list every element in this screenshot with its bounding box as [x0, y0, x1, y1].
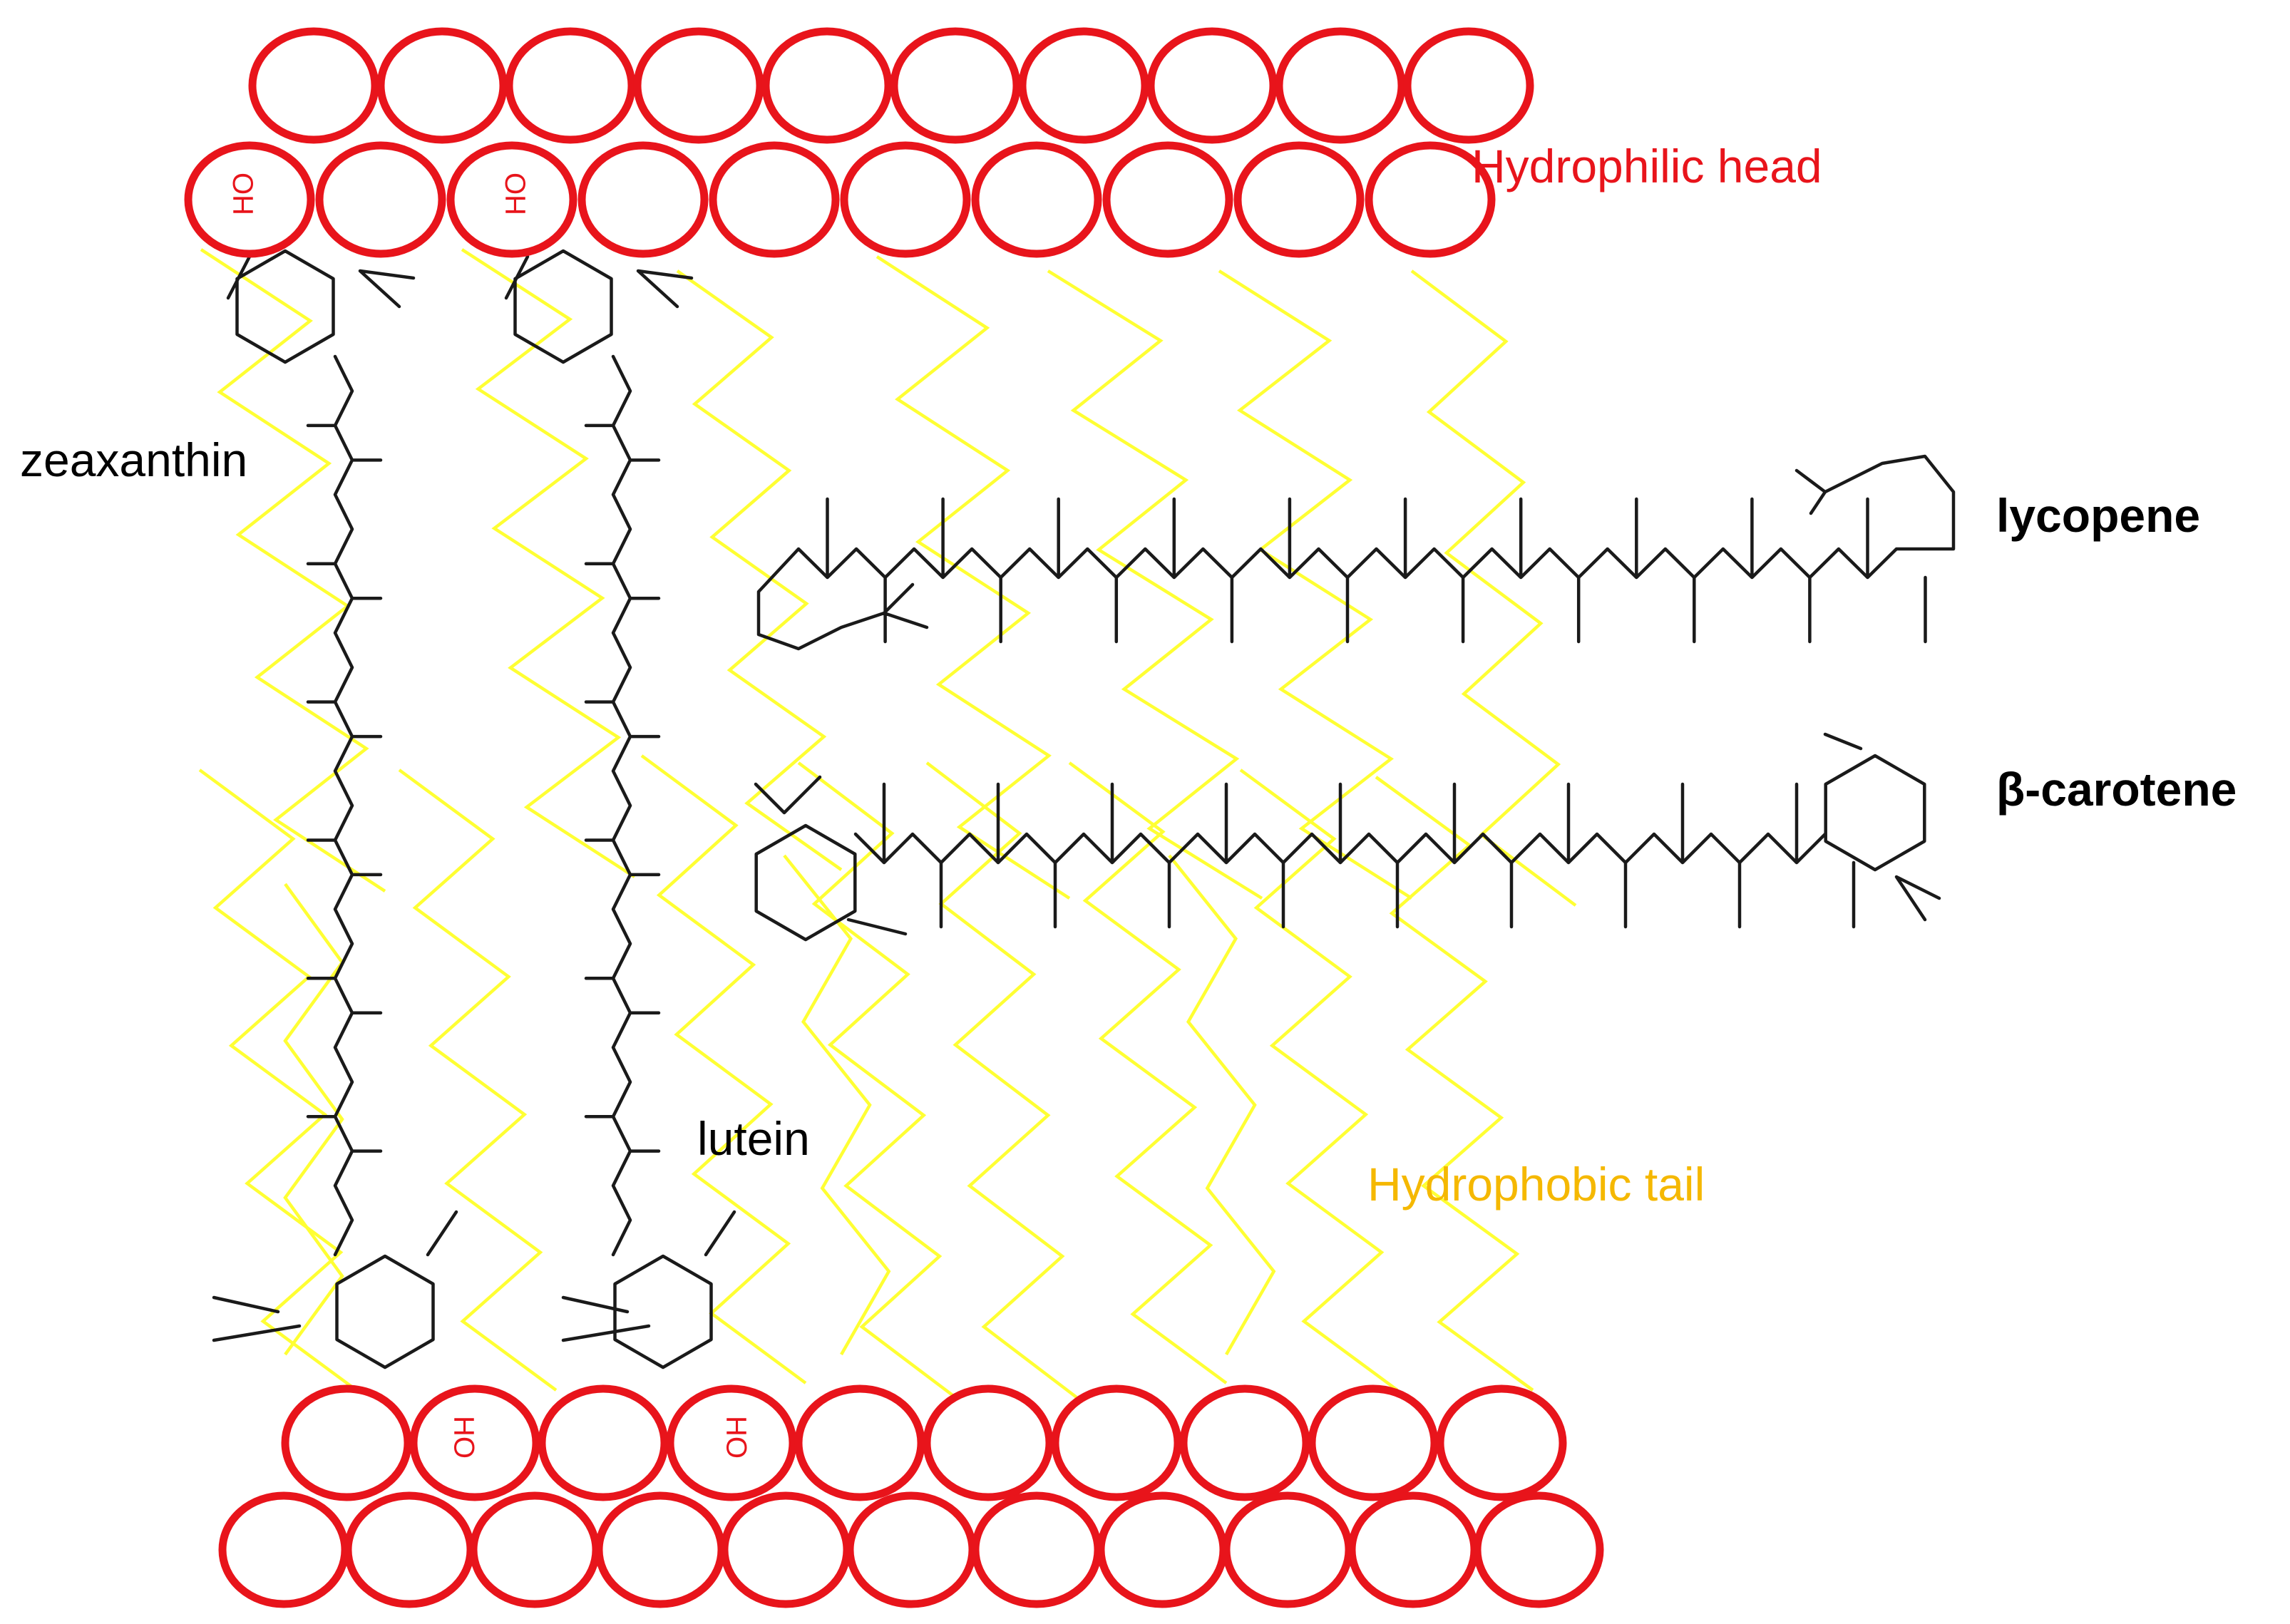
bottom-outer-head-1	[218, 1491, 349, 1608]
top-inner-head-6	[840, 141, 971, 258]
top-outer-head-2	[376, 27, 508, 144]
hydrophobic-tail-label: Hydrophobic tail	[1367, 1158, 1705, 1211]
tail-15	[1375, 776, 1534, 1392]
bottom-inner-head-4	[666, 1384, 797, 1501]
top-inner-head-9	[1233, 141, 1365, 258]
tail-4	[876, 255, 1071, 900]
bottom-outer-head-4	[595, 1491, 726, 1608]
zeaxanthin-molecule	[212, 249, 458, 1369]
hydroxyl-group-4: HO	[720, 1416, 751, 1459]
tail-12	[925, 761, 1078, 1399]
top-outer-head-4	[633, 27, 764, 144]
bottom-inner-head-7	[1051, 1384, 1182, 1501]
tail-18	[1168, 854, 1276, 1356]
bottom-outer-head-11	[1473, 1491, 1604, 1608]
lutein-label: lutein	[697, 1112, 810, 1165]
tail-5	[1047, 269, 1263, 900]
bottom-outer-head-5	[720, 1491, 851, 1608]
bottom-inner-head-2	[409, 1384, 540, 1501]
top-inner-head-1	[184, 141, 315, 258]
top-outer-head-3	[505, 27, 636, 144]
tail-10	[640, 754, 807, 1384]
bottom-inner-head-10	[1436, 1384, 1567, 1501]
hydrophobic-tails	[198, 248, 1577, 1399]
bottom-outer-head-2	[344, 1491, 475, 1608]
bottom-outer-head-7	[971, 1491, 1102, 1608]
hydroxyl-group-3: HO	[448, 1416, 479, 1459]
bottom-inner-head-8	[1179, 1384, 1310, 1501]
tail-3	[676, 269, 843, 871]
zeaxanthin-label: zeaxanthin	[20, 433, 247, 486]
bottom-inner-head-6	[923, 1384, 1054, 1501]
top-inner-head-2	[315, 141, 446, 258]
top-outer-head-5	[761, 27, 893, 144]
bottom-inner-head-3	[538, 1384, 669, 1501]
bottom-outer-head-3	[469, 1491, 600, 1608]
lycopene-molecule	[756, 454, 1956, 651]
bottom-outer-head-9	[1222, 1491, 1353, 1608]
top-outer-head-6	[890, 27, 1021, 144]
tail-8	[198, 769, 358, 1392]
top-outer-head-7	[1018, 27, 1149, 144]
top-inner-head-5	[709, 141, 840, 258]
lutein-molecule	[504, 249, 736, 1369]
top-outer-head-9	[1275, 27, 1406, 144]
top-inner-head-4	[577, 141, 709, 258]
hydroxyl-group-1: HO	[228, 173, 260, 215]
tail-7	[1410, 269, 1577, 907]
tail-9	[398, 769, 558, 1392]
bottom-inner-head-5	[794, 1384, 925, 1501]
beta-carotene-label: β-carotene	[1996, 763, 2237, 816]
tail-6	[1218, 269, 1413, 900]
top-outer-head-8	[1146, 27, 1278, 144]
bottom-outer-head-8	[1097, 1491, 1228, 1608]
top-inner-head-3	[446, 141, 577, 258]
tail-17	[783, 854, 891, 1356]
top-outer-head-1	[248, 27, 379, 144]
hydroxyl-group-2: HO	[500, 173, 532, 215]
tail-1	[200, 248, 386, 893]
hydroxyl-groups: HO HO HO HO	[228, 173, 752, 1459]
bottom-outer-head-10	[1347, 1491, 1479, 1608]
top-inner-head-8	[1102, 141, 1233, 258]
bottom-inner-head-1	[281, 1384, 412, 1501]
beta-carotene-molecule	[754, 732, 1941, 942]
bottom-outer-head-6	[846, 1491, 977, 1608]
tail-11	[797, 761, 957, 1399]
hydrophilic-heads	[184, 27, 1604, 1608]
top-inner-head-7	[971, 141, 1102, 258]
tail-14	[1239, 769, 1399, 1392]
tail-13	[1068, 761, 1228, 1384]
top-inner-head-10	[1365, 141, 1496, 258]
bottom-inner-head-9	[1308, 1384, 1439, 1501]
lycopene-label: lycopene	[1996, 489, 2200, 542]
top-outer-head-10	[1403, 27, 1534, 144]
carotenoid-molecules	[212, 249, 1956, 1369]
hydrophilic-head-label: Hydrophilic head	[1472, 140, 1822, 192]
tail-2	[461, 248, 636, 878]
tail-16	[283, 883, 344, 1356]
